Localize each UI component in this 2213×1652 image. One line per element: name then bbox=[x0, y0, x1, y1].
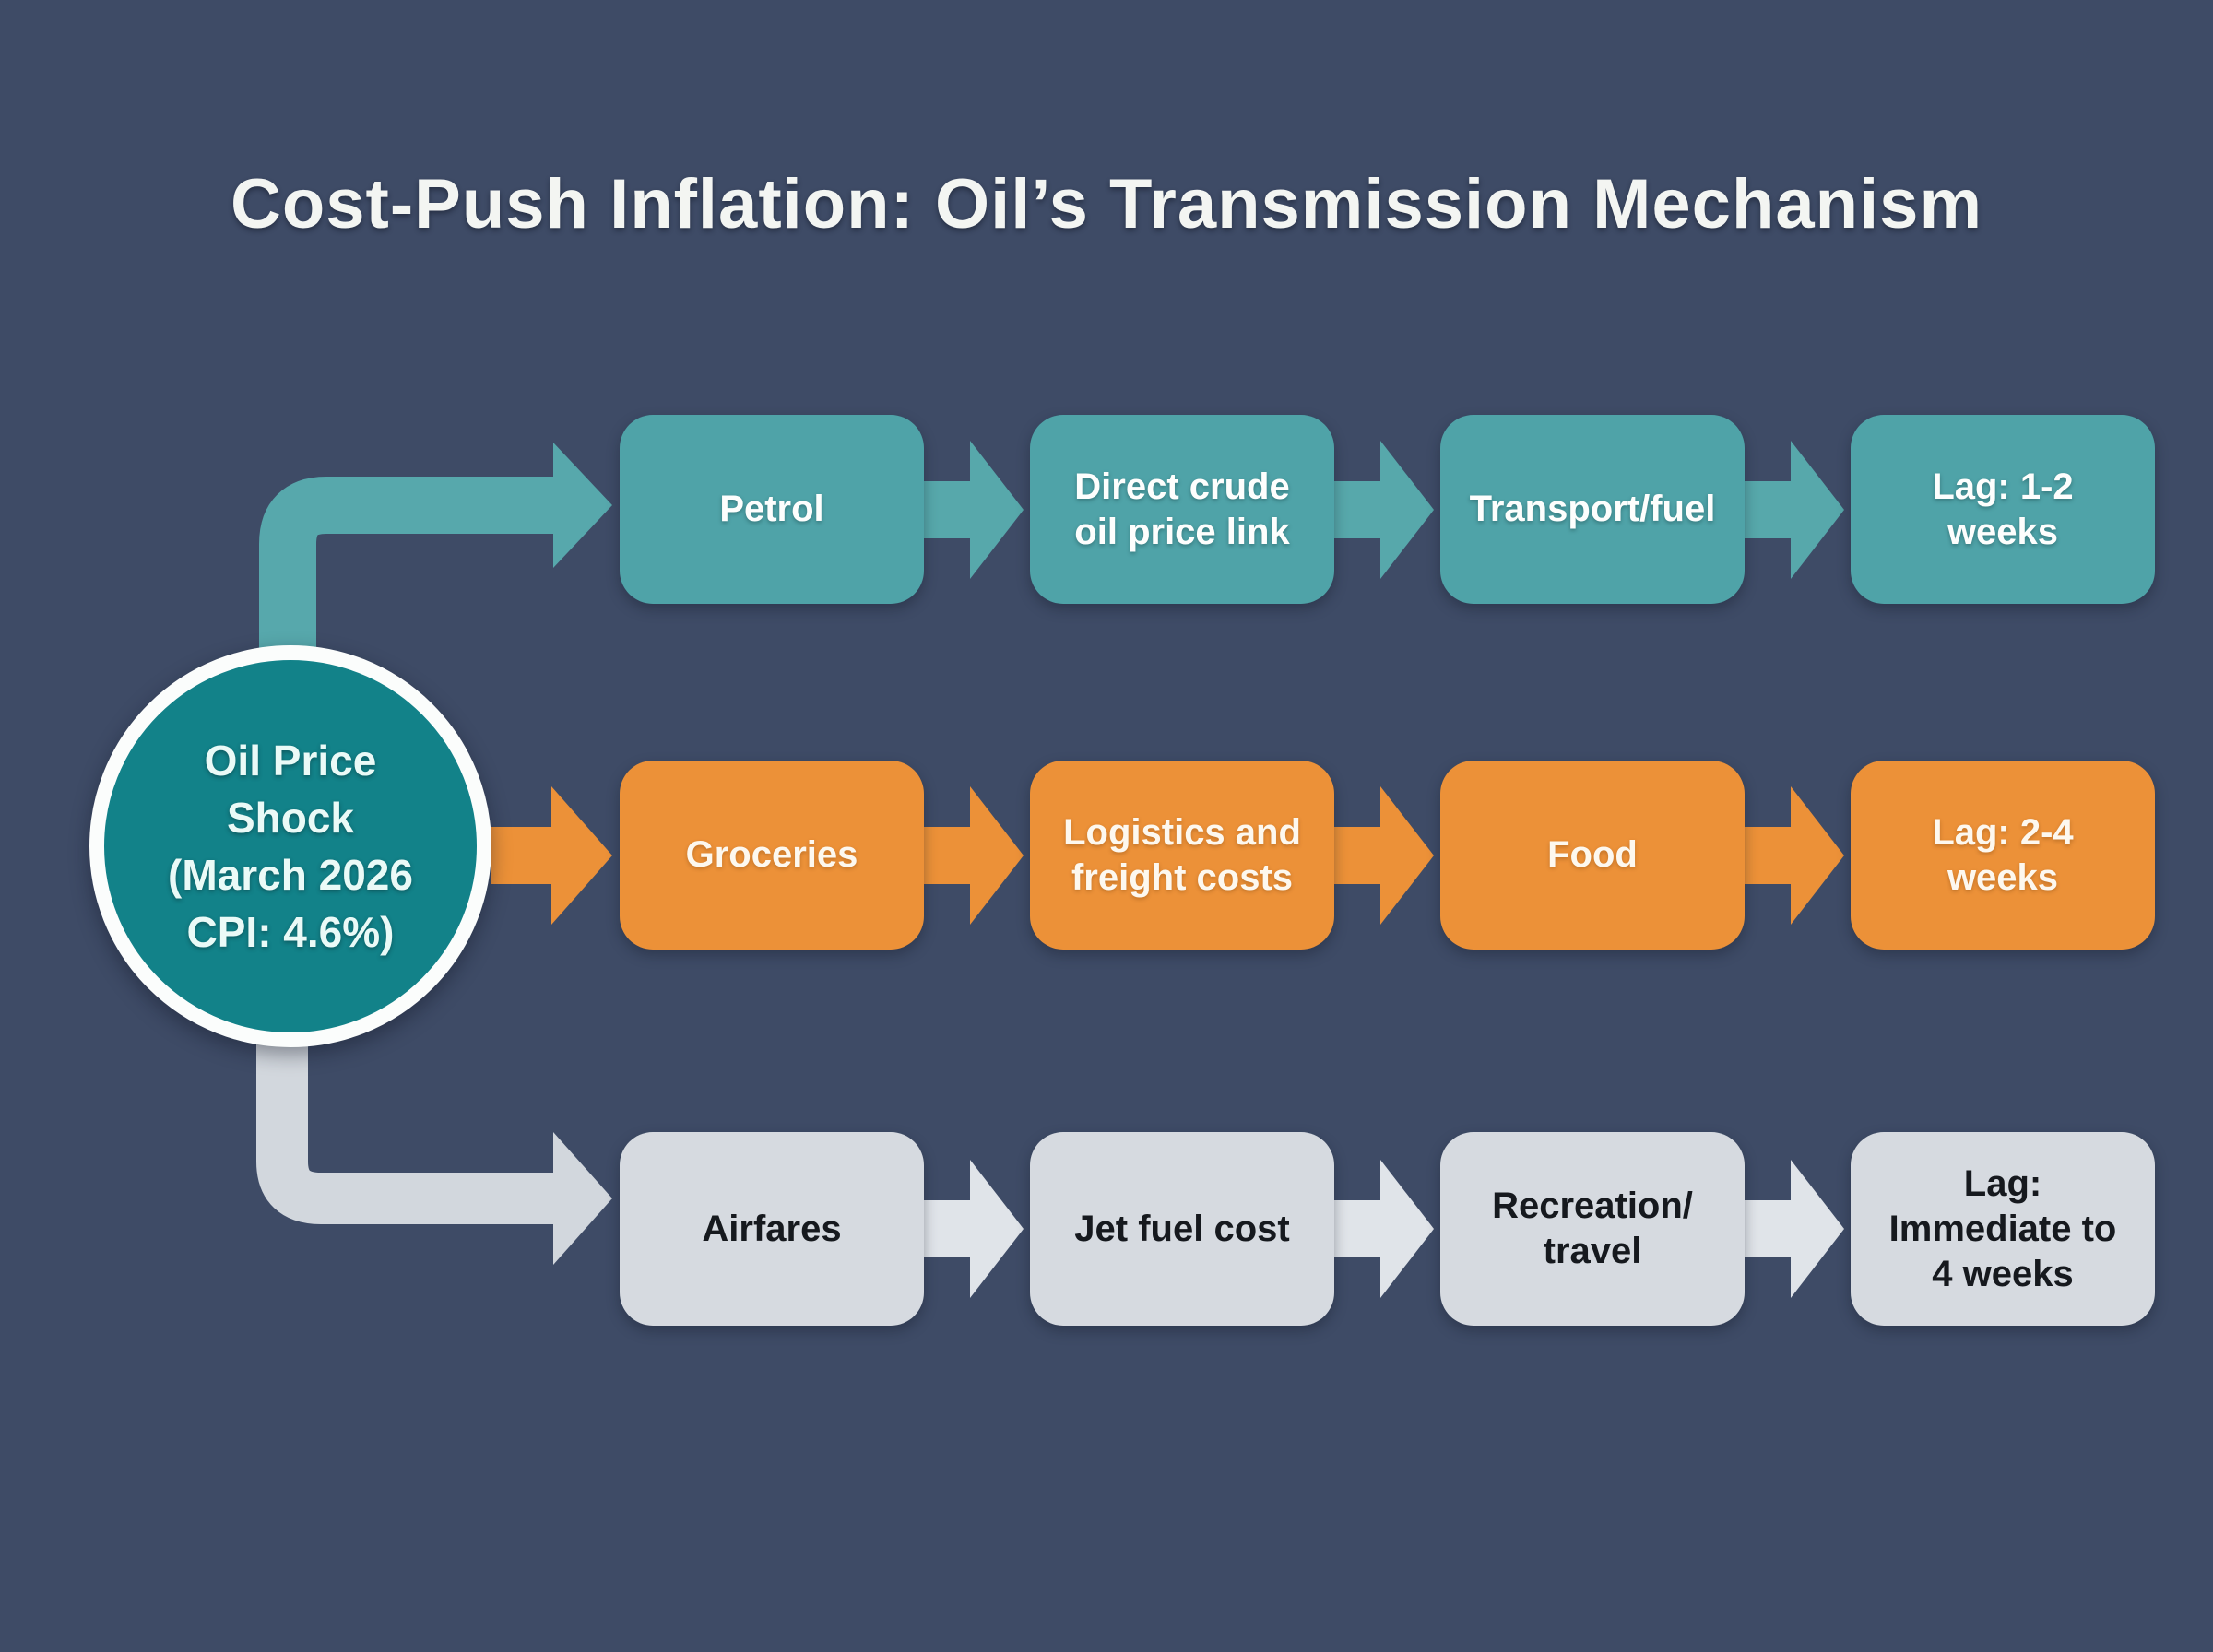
arrowhead-icon-airfares bbox=[553, 1132, 612, 1265]
box-food: Food bbox=[1440, 761, 1745, 950]
oil-price-shock-node: Oil Price Shock (March 2026 CPI: 4.6%) bbox=[89, 645, 491, 1047]
box-groceries: Groceries bbox=[620, 761, 924, 950]
row2-arrows bbox=[922, 786, 1844, 925]
box-label: Logistics and bbox=[1063, 811, 1301, 853]
row1-arrows bbox=[922, 441, 1844, 579]
box-direct-crude-oil-price-link: Direct crude oil price link bbox=[1030, 415, 1334, 604]
arrowhead-icon bbox=[1791, 1160, 1844, 1298]
box-label: Airfares bbox=[702, 1208, 842, 1249]
box-recreation-travel: Recreation/ travel bbox=[1440, 1132, 1745, 1326]
arrowhead-icon bbox=[1380, 786, 1434, 925]
arrow-shaft bbox=[1332, 827, 1380, 884]
arrowhead-icon bbox=[1380, 441, 1434, 579]
box-label: Food bbox=[1547, 834, 1638, 875]
box-label: travel bbox=[1543, 1231, 1642, 1271]
box-label: Immediate to bbox=[1888, 1208, 2117, 1249]
connector-elbow-airfares bbox=[256, 1032, 553, 1224]
box-label: Transport/fuel bbox=[1469, 489, 1716, 529]
arrow-shaft bbox=[1743, 1200, 1791, 1257]
arrowhead-icon bbox=[1380, 1160, 1434, 1298]
box-transport-fuel: Transport/fuel bbox=[1440, 415, 1745, 604]
arrowhead-icon-petrol bbox=[553, 442, 612, 568]
box-lag-2-4-weeks: Lag: 2-4 weeks bbox=[1851, 761, 2155, 950]
arrowhead-icon bbox=[1791, 441, 1844, 579]
box-label: Lag: bbox=[1963, 1162, 2042, 1204]
diagram-title: Cost-Push Inflation: Oil’s Transmission … bbox=[230, 165, 1983, 243]
arrow-shaft bbox=[922, 481, 970, 538]
box-label: Jet fuel cost bbox=[1074, 1208, 1290, 1249]
arrow-shaft bbox=[1332, 481, 1380, 538]
box-label: Groceries bbox=[685, 834, 858, 875]
arrow-shaft bbox=[922, 827, 970, 884]
box-jet-fuel-cost: Jet fuel cost bbox=[1030, 1132, 1334, 1326]
box-label: weeks bbox=[1947, 511, 2059, 552]
box-petrol: Petrol bbox=[620, 415, 924, 604]
box-label: Lag: 2-4 bbox=[1932, 811, 2074, 853]
source-line-4: CPI: 4.6%) bbox=[186, 908, 395, 956]
box-logistics-freight-costs: Logistics and freight costs bbox=[1030, 761, 1334, 950]
arrow-shaft bbox=[1743, 827, 1791, 884]
row3-arrows bbox=[922, 1160, 1844, 1298]
arrowhead-icon bbox=[970, 441, 1024, 579]
oil-price-shock-label: Oil Price Shock (March 2026 CPI: 4.6%) bbox=[168, 732, 413, 961]
arrow-shaft bbox=[1743, 481, 1791, 538]
box-label: weeks bbox=[1947, 856, 2059, 898]
box-label: Petrol bbox=[719, 489, 824, 529]
source-line-3: (March 2026 bbox=[168, 851, 413, 899]
box-label: Lag: 1-2 bbox=[1932, 466, 2074, 507]
box-label: 4 weeks bbox=[1932, 1253, 2074, 1294]
arrowhead-icon bbox=[970, 786, 1024, 925]
box-lag-1-2-weeks: Lag: 1-2 weeks bbox=[1851, 415, 2155, 604]
arrowhead-icon-groceries bbox=[551, 786, 612, 925]
box-airfares: Airfares bbox=[620, 1132, 924, 1326]
box-label: Recreation/ bbox=[1492, 1186, 1693, 1226]
box-label: oil price link bbox=[1074, 511, 1290, 552]
connector-shaft-groceries bbox=[491, 827, 551, 884]
arrow-shaft bbox=[1332, 1200, 1380, 1257]
arrowhead-icon bbox=[1791, 786, 1844, 925]
box-label: Direct crude bbox=[1074, 466, 1290, 507]
box-label: freight costs bbox=[1071, 856, 1294, 898]
source-line-1: Oil Price bbox=[204, 737, 377, 785]
arrow-shaft bbox=[922, 1200, 970, 1257]
source-line-2: Shock bbox=[226, 794, 355, 842]
arrowhead-icon bbox=[970, 1160, 1024, 1298]
box-lag-immediate-to-4-weeks: Lag: Immediate to 4 weeks bbox=[1851, 1132, 2155, 1326]
connector-elbow-petrol bbox=[259, 477, 553, 867]
